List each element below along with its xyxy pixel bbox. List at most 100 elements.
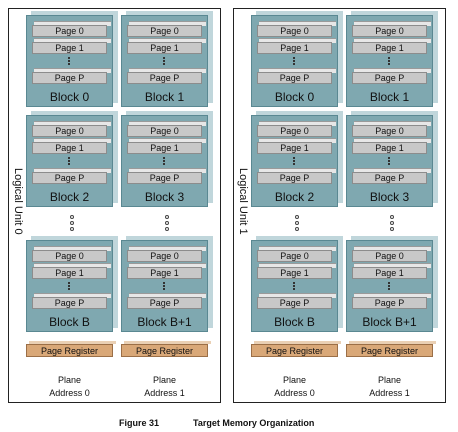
page-ellipsis (163, 57, 165, 66)
figure-number: Figure 31 (119, 418, 160, 428)
page: Page P (32, 297, 107, 309)
page-ellipsis (293, 157, 295, 166)
page: Page 1 (32, 42, 107, 54)
page-ellipsis (293, 57, 295, 66)
page-top-face (34, 293, 111, 298)
plane-address-label: Address 0 (49, 388, 90, 398)
page: Page 0 (127, 250, 202, 262)
page-top-face (259, 121, 336, 126)
page: Page 1 (352, 267, 427, 279)
page: Page 1 (257, 42, 332, 54)
page-top-face (129, 138, 206, 143)
plane-address-label: Address 1 (144, 388, 185, 398)
page: Page 1 (127, 42, 202, 54)
page-top-face (34, 263, 111, 268)
block-ellipsis (164, 215, 170, 233)
page-top-face (354, 138, 431, 143)
block-label: Block 2 (274, 190, 315, 204)
page-top-face (354, 121, 431, 126)
page: Page 0 (257, 125, 332, 137)
page: Page 0 (352, 250, 427, 262)
page-ellipsis (388, 157, 390, 166)
page-register-top-face (29, 341, 116, 344)
page-ellipsis (68, 157, 70, 166)
page-top-face (259, 138, 336, 143)
page-top-face (129, 121, 206, 126)
block-ellipsis (389, 215, 395, 233)
page-top-face (34, 168, 111, 173)
block-label: Block B (274, 315, 315, 329)
page: Page 0 (127, 125, 202, 137)
page-top-face (259, 246, 336, 251)
block-label: Block 2 (49, 190, 90, 204)
page-top-face (129, 38, 206, 43)
page-ellipsis (388, 57, 390, 66)
plane-address-label: Address 1 (369, 388, 410, 398)
page-top-face (354, 68, 431, 73)
page-register: Page Register (26, 344, 113, 357)
page: Page 1 (32, 267, 107, 279)
page: Page 1 (257, 267, 332, 279)
page-top-face (129, 293, 206, 298)
page: Page 0 (352, 125, 427, 137)
block-label: Block B (49, 315, 90, 329)
page-register-top-face (254, 341, 341, 344)
page-top-face (34, 21, 111, 26)
page-ellipsis (163, 157, 165, 166)
plane-label-line1: Plane (377, 375, 402, 385)
plane-label-line1: Plane (152, 375, 177, 385)
block-label: Block 0 (274, 90, 315, 104)
page: Page 1 (352, 142, 427, 154)
page-top-face (354, 263, 431, 268)
page: Page 0 (32, 25, 107, 37)
page: Page 0 (352, 25, 427, 37)
page: Page 0 (32, 250, 107, 262)
page-top-face (129, 21, 206, 26)
page-top-face (259, 168, 336, 173)
page-top-face (129, 263, 206, 268)
plane-label-line1: Plane (282, 375, 307, 385)
block-label: Block 3 (144, 190, 185, 204)
page-top-face (259, 293, 336, 298)
page: Page P (257, 172, 332, 184)
page-top-face (129, 246, 206, 251)
page-top-face (34, 38, 111, 43)
block-label: Block 0 (49, 90, 90, 104)
logical-unit-label: Logical Unit 0 (12, 168, 24, 235)
page: Page P (32, 72, 107, 84)
page-top-face (129, 168, 206, 173)
page-top-face (34, 246, 111, 251)
page: Page P (127, 172, 202, 184)
block-label: Block 3 (369, 190, 410, 204)
page-ellipsis (68, 57, 70, 66)
page: Page P (127, 72, 202, 84)
page-top-face (354, 38, 431, 43)
page-top-face (259, 68, 336, 73)
page: Page 1 (352, 42, 427, 54)
block-label: Block 1 (144, 90, 185, 104)
page-top-face (259, 21, 336, 26)
page-top-face (354, 246, 431, 251)
page: Page 1 (127, 267, 202, 279)
page-register: Page Register (251, 344, 338, 357)
page: Page P (257, 297, 332, 309)
page-ellipsis (68, 282, 70, 291)
page-top-face (354, 21, 431, 26)
logical-unit-label: Logical Unit 1 (237, 168, 249, 235)
page-top-face (259, 38, 336, 43)
block-ellipsis (69, 215, 75, 233)
page: Page 1 (32, 142, 107, 154)
plane-address-label: Address 0 (274, 388, 315, 398)
page: Page P (127, 297, 202, 309)
page-register: Page Register (346, 344, 433, 357)
page-register-top-face (349, 341, 436, 344)
plane-label-line1: Plane (57, 375, 82, 385)
page: Page P (352, 297, 427, 309)
figure-title: Target Memory Organization (193, 418, 315, 428)
page-top-face (34, 68, 111, 73)
page-top-face (354, 293, 431, 298)
page: Page P (352, 72, 427, 84)
page-register-top-face (124, 341, 211, 344)
page: Page 0 (257, 250, 332, 262)
